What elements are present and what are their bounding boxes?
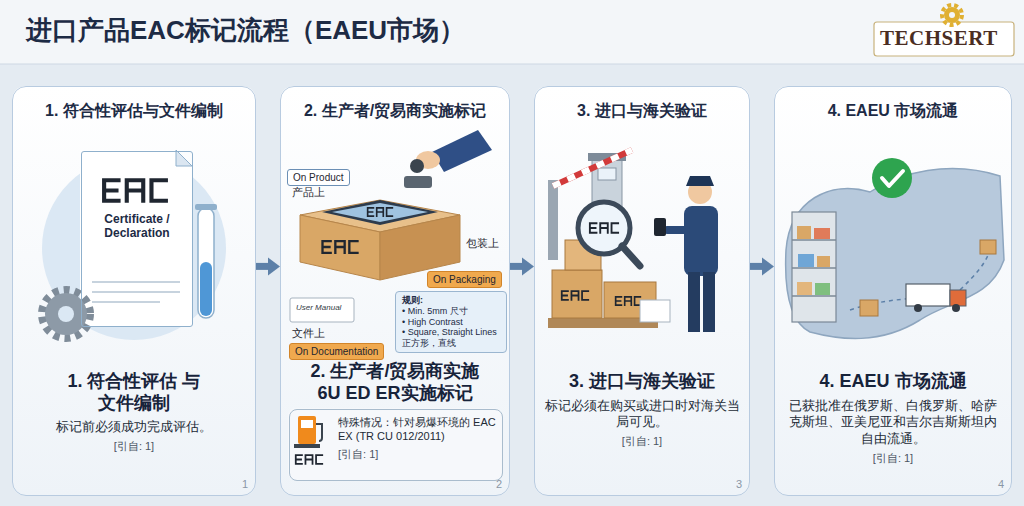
- step-panel: 4. EAEU 市场流通4. EAEU 市场流通已获批准在俄罗斯、白俄罗斯、哈萨…: [774, 86, 1012, 496]
- flow-arrow: [256, 257, 280, 275]
- logo-text: TECHSERT: [880, 26, 998, 51]
- arrow-head: [762, 257, 774, 275]
- step-panel: 2. 生产者/贸易商实施标记 2. 生产者/贸易商实施 6U ED ER实施标记 O…: [280, 86, 510, 496]
- document-title: Certificate / Declaration: [82, 152, 192, 241]
- step-heading: 3. 进口与海关验证: [543, 371, 741, 393]
- panel-header: 3. 进口与海关验证: [541, 101, 743, 121]
- panel-number: 4: [998, 478, 1004, 490]
- citation: [引自: 1]: [783, 451, 1003, 465]
- panel-footer: 4. EAEU 市场流通已获批准在俄罗斯、白俄罗斯、哈萨克斯坦、亚美尼亚和吉尔吉…: [783, 371, 1003, 466]
- arrow-head: [522, 257, 534, 275]
- rule-item: • High Contrast: [402, 317, 500, 328]
- panel-number: 3: [736, 478, 742, 490]
- certificate-illustration: [42, 150, 226, 340]
- step-text: 标记前必须成功完成评估。: [21, 419, 247, 436]
- panel-footer: 2. 生产者/贸易商实施 6U ED ER实施标记: [289, 361, 501, 404]
- arrow-shaft: [510, 263, 522, 270]
- tag-text: On Packaging: [433, 273, 496, 286]
- location-label: 包装上: [466, 236, 499, 251]
- panel-header: 2. 生产者/贸易商实施标记: [287, 101, 503, 121]
- rules-box: 规则:• Min. 5mm 尺寸• High Contrast• Square,…: [395, 291, 507, 353]
- panel-number: 1: [242, 478, 248, 490]
- arrow-head: [268, 257, 280, 275]
- panel-header: 4. EAEU 市场流通: [781, 101, 1005, 121]
- arrow-shaft: [256, 263, 268, 270]
- certificate-document: Certificate / Declaration: [81, 151, 193, 327]
- diagram-title: 进口产品EAC标记流程（EAEU市场）: [26, 13, 465, 48]
- step-panel: 3. 进口与海关验证 3. 进口与海关验证标记必须在购买或进口时对海关当局可见。 […: [534, 86, 750, 496]
- step-heading: 4. EAEU 市场流通: [783, 371, 1003, 393]
- citation: [引自: 1]: [543, 434, 741, 448]
- panel-footer: 1. 符合性评估 与文件编制标记前必须成功完成评估。 [引自: 1]: [21, 371, 247, 453]
- tag-text: On Documentation: [295, 345, 378, 358]
- rules-heading: 规则:: [402, 295, 500, 306]
- step-heading: 2. 生产者/贸易商实施 6U ED ER实施标记: [300, 361, 490, 404]
- step-text: 已获批准在俄罗斯、白俄罗斯、哈萨克斯坦、亚美尼亚和吉尔吉斯斯坦内自由流通。: [783, 398, 1003, 449]
- step-text: 标记必须在购买或进口时对海关当局可见。: [543, 398, 741, 432]
- rule-item: • Min. 5mm 尺寸: [402, 306, 500, 317]
- step-heading: 1. 符合性评估 与文件编制: [64, 371, 204, 414]
- location-label: 文件上: [292, 326, 325, 341]
- location-tag: On Product: [287, 169, 350, 186]
- panel-footer: 3. 进口与海关验证标记必须在购买或进口时对海关当局可见。 [引自: 1]: [543, 371, 741, 449]
- market-illustration: [786, 158, 1004, 339]
- document-label: User Manual: [296, 303, 341, 312]
- citation: [引自: 1]: [21, 439, 247, 453]
- location-tag: On Documentation: [289, 343, 384, 360]
- customs-illustration: [548, 150, 718, 332]
- flow-arrow: [750, 257, 774, 275]
- panel-number: 2: [496, 478, 502, 490]
- arrow-shaft: [750, 263, 762, 270]
- tag-text: On Product: [293, 171, 344, 184]
- flow-arrow: [510, 257, 534, 275]
- logo: [874, 5, 1014, 56]
- location-tag: On Packaging: [427, 271, 502, 288]
- location-label: 产品上: [292, 185, 325, 200]
- rule-item: • Square, Straight Lines 正方形，直线: [402, 327, 500, 349]
- special-case-box: 特殊情况：针对易爆环境的 EAC EX (TR CU 012/2011) [引自:…: [289, 409, 503, 481]
- panel-cards: [12, 86, 1012, 496]
- step-panel: 1. 符合性评估与文件编制 1. 符合性评估 与文件编制标记前必须成功完成评估。 […: [12, 86, 256, 496]
- panel-header: 1. 符合性评估与文件编制: [19, 101, 249, 121]
- citation: [引自: 1]: [338, 447, 496, 461]
- special-note: 特殊情况：针对易爆环境的 EAC EX (TR CU 012/2011): [338, 415, 496, 444]
